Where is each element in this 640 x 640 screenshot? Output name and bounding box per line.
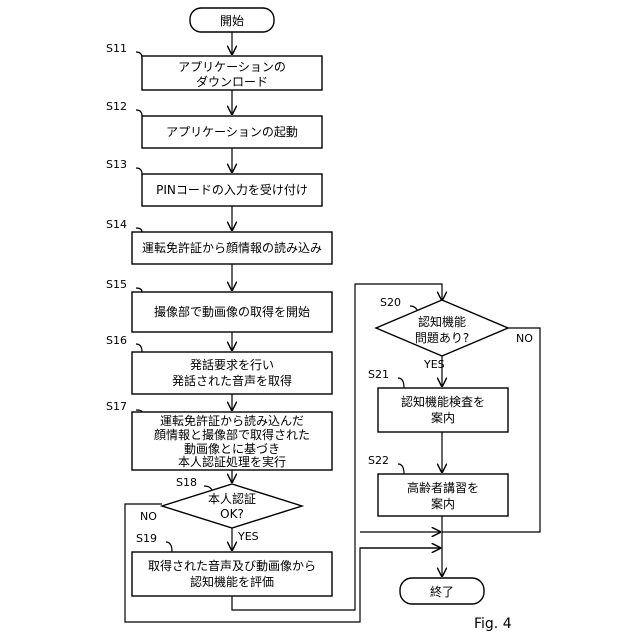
step-id: S20 <box>380 296 401 309</box>
step-id: S13 <box>106 158 127 171</box>
step-s12: S12 アプリケーションの起動 <box>106 100 322 148</box>
step-id: S19 <box>136 532 157 545</box>
right-column-connectors <box>360 328 540 576</box>
step-id: S16 <box>106 334 127 347</box>
step-id: S12 <box>106 100 127 113</box>
step-text: 動画像とに基づき <box>184 442 280 456</box>
step-text: 案内 <box>431 496 455 511</box>
step-text: 運転免許証から読み込んだ <box>160 413 304 428</box>
step-id: S15 <box>106 278 127 291</box>
decision-s18: S18 本人認証 OK? YES NO <box>140 476 302 543</box>
step-id: S21 <box>368 368 389 381</box>
decision-text: OK? <box>220 507 244 521</box>
step-s16: S16 発話要求を行い 発話された音声を取得 <box>106 334 332 394</box>
step-text: 撮像部で動画像の取得を開始 <box>154 304 310 319</box>
step-s14: S14 運転免許証から顔情報の読み込み <box>106 218 332 264</box>
step-s15: S15 撮像部で動画像の取得を開始 <box>106 278 332 332</box>
step-text: PINコードの入力を受け付け <box>156 183 308 197</box>
step-s11: S11 アプリケーションの ダウンロード <box>106 42 322 90</box>
step-id: S14 <box>106 218 127 231</box>
decision-text: 本人認証 <box>208 491 256 506</box>
figure-label: Fig. 4 <box>474 616 512 632</box>
step-text: 認知機能検査を <box>401 394 485 409</box>
step-text: 高齢者講習を <box>407 480 479 495</box>
step-text: 案内 <box>431 410 455 425</box>
start-terminal: 開始 <box>190 8 274 32</box>
step-text: 本人認証処理を実行 <box>178 454 286 469</box>
step-text: 運転免許証から顔情報の読み込み <box>142 240 322 255</box>
step-id: S18 <box>176 476 197 489</box>
step-text: 発話要求を行い <box>190 357 274 372</box>
decision-text: 問題あり? <box>415 331 469 345</box>
no-label: NO <box>516 332 533 345</box>
step-s17: S17 運転免許証から読み込んだ 顔情報と撮像部で取得された 動画像とに基づき … <box>106 400 332 470</box>
step-text: アプリケーションの <box>178 60 286 74</box>
step-text: アプリケーションの起動 <box>166 125 298 139</box>
start-label: 開始 <box>220 14 244 28</box>
step-id: S22 <box>368 454 389 467</box>
yes-label: YES <box>423 358 445 371</box>
decision-s20: S20 認知機能 問題あり? YES NO <box>376 296 533 371</box>
step-text: 取得された音声及び動画像から <box>148 558 316 573</box>
yes-label: YES <box>237 530 259 543</box>
step-s21: S21 認知機能検査を 案内 <box>368 368 508 432</box>
step-text: ダウンロード <box>196 74 268 89</box>
step-id: S17 <box>106 400 127 413</box>
step-text: 認知機能を評価 <box>190 574 274 589</box>
step-text: 顔情報と撮像部で取得された <box>154 427 310 442</box>
end-terminal: 終了 <box>400 578 484 604</box>
step-text: 発話された音声を取得 <box>172 373 292 388</box>
end-label: 終了 <box>430 584 454 599</box>
no-label: NO <box>140 510 157 523</box>
step-s22: S22 高齢者講習を 案内 <box>368 454 508 516</box>
step-id: S11 <box>106 42 127 55</box>
step-s13: S13 PINコードの入力を受け付け <box>106 158 322 206</box>
decision-text: 認知機能 <box>418 314 466 329</box>
